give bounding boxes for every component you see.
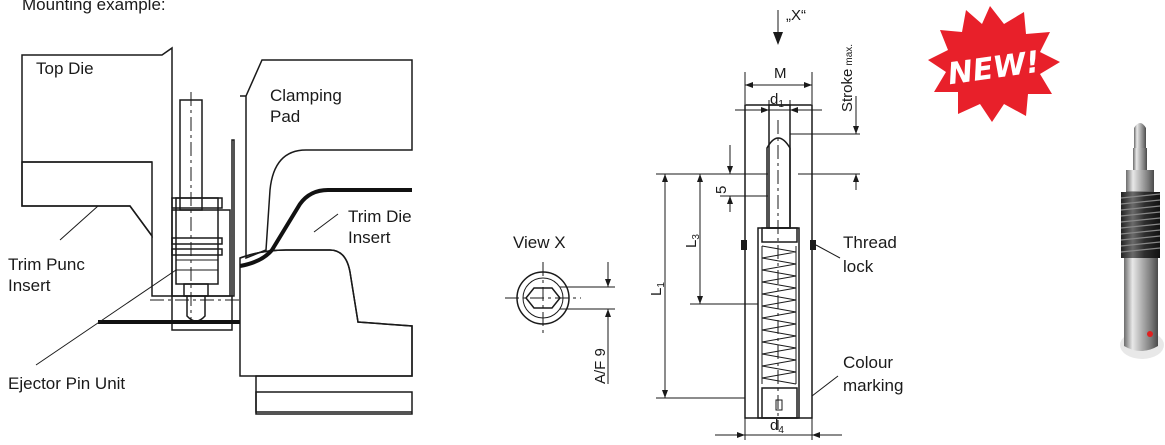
label-thread-lock-1: Thread [843,233,897,252]
product-shank [1124,258,1158,351]
thread-lock-mark-left [741,240,747,250]
x-marker: „X“ [786,7,806,24]
label-trim-punch-2: Insert [8,276,51,295]
label-thread-lock-2: lock [843,257,874,276]
spring [761,245,797,385]
product-photo [1120,123,1164,359]
label-clamping-pad-2: Pad [270,107,300,126]
label-ejector-pin-unit: Ejector Pin Unit [8,374,125,393]
dim-d1: d1 [770,91,784,110]
view-x-title: View X [513,233,566,252]
label-colour-marking-2: marking [843,376,903,395]
label-colour-marking-1: Colour [843,353,893,372]
dim-L3: L3 [683,234,702,248]
sheet-metal [239,188,412,268]
dim-stroke: Strokemax. [839,44,856,112]
new-badge-starburst [928,6,1060,122]
ejector-pin-unit [171,197,223,322]
plunger-pin [761,137,798,243]
product-colour-marking [1147,331,1153,337]
dim-d4: d4 [770,417,784,436]
mounting-title: Mounting example: [22,0,166,14]
section-drawing: „X“ M d1 Strokemax. 5 [648,7,903,440]
new-badge: NEW! [928,6,1060,122]
label-trim-punch-1: Trim Punc [8,255,85,274]
label-top-die: Top Die [36,59,94,78]
trim-die-insert [239,249,413,413]
clamping-pad [240,59,413,260]
af-dimension: A/F 9 [592,348,609,384]
label-trim-die-1: Trim Die [348,207,412,226]
mounting-example: Mounting example: [8,0,413,415]
thread-lock-mark-right [810,240,816,250]
trim-punch-insert [21,161,153,239]
dim-5: 5 [713,186,730,194]
dim-L1: L1 [648,282,667,296]
dim-M: M [774,65,787,82]
view-x: View X A/F 9 [505,233,615,384]
label-trim-die-2: Insert [348,228,391,247]
label-clamping-pad-1: Clamping [270,86,342,105]
